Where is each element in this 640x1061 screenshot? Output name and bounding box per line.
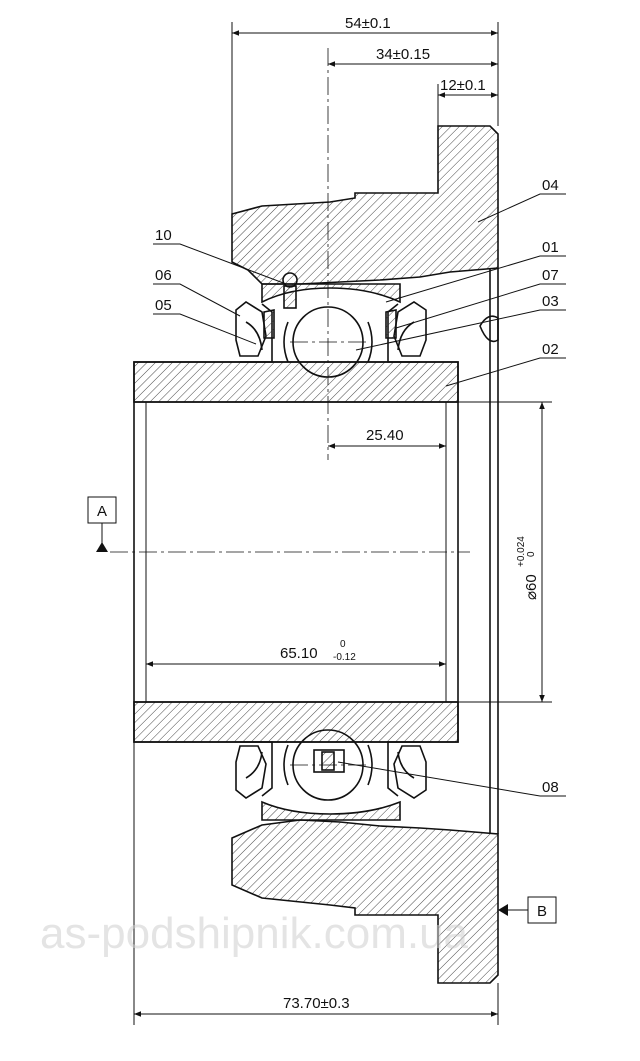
watermark: as-podshipnik.com.ua xyxy=(40,909,469,958)
part-label-08: 08 xyxy=(542,779,559,796)
seals-lower xyxy=(235,741,427,799)
dim-ball-center-offset: 34±0.15 xyxy=(376,46,430,63)
dimension-lines xyxy=(133,22,552,1025)
part-label-06: 06 xyxy=(155,267,172,284)
leader-lines xyxy=(153,193,566,797)
dim-inner-ring-width: 65.10 xyxy=(280,645,318,662)
dim-bore-tol-lower: 0 xyxy=(526,551,537,557)
dim-bore-tol-upper: +0.024 xyxy=(516,536,527,567)
part-label-03: 03 xyxy=(542,293,559,310)
dim-overall-width: 54±0.1 xyxy=(345,15,391,32)
dim-bore-diameter: ⌀60 xyxy=(523,574,540,600)
inner-ring-section xyxy=(133,361,459,743)
flange-rim xyxy=(479,268,499,834)
part-label-02: 02 xyxy=(542,341,559,358)
dim-inner-ring-tol-upper: 0 xyxy=(340,639,346,650)
part-label-10: 10 xyxy=(155,227,172,244)
datum-a xyxy=(87,496,117,552)
datum-b-label: B xyxy=(537,903,547,920)
part-label-07: 07 xyxy=(542,267,559,284)
dim-inner-ring-tol-lower: -0.12 xyxy=(333,652,356,663)
seals-upper xyxy=(235,301,427,363)
center-lines xyxy=(110,48,470,766)
datum-a-label: A xyxy=(97,503,107,520)
dim-ball-to-face: 25.40 xyxy=(366,427,404,444)
part-label-01: 01 xyxy=(542,239,559,256)
datum-b xyxy=(498,896,557,924)
part-label-04: 04 xyxy=(542,177,559,194)
dim-flange-width: 12±0.1 xyxy=(440,77,486,94)
dim-total-length: 73.70±0.3 xyxy=(283,995,350,1012)
housing-flange-section xyxy=(231,125,499,984)
part-label-05: 05 xyxy=(155,297,172,314)
grease-nipple xyxy=(282,272,298,309)
